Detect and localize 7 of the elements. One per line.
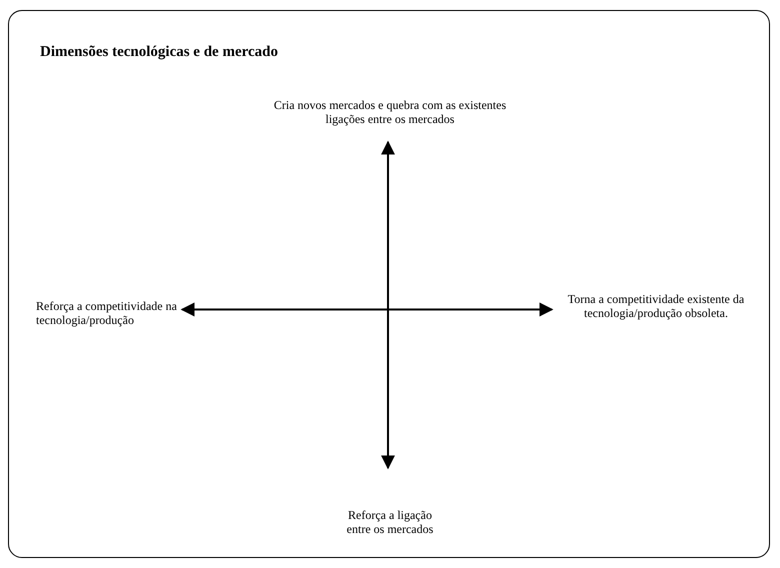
axis-end-label: Reforça a ligação entre os mercados xyxy=(335,508,445,536)
axis-end-label: Reforça a competitividade na tecnologia/produção xyxy=(36,299,180,327)
axis-end-label: Cria novos mercados e quebra com as existentes ligações entre os mercados xyxy=(270,98,510,126)
double-arrow xyxy=(180,302,554,316)
diagram-title: Dimensões tecnológicas e de mercado xyxy=(40,44,278,61)
axis-end-label: Torna a competitividade existente da tecnologia/produção obsoleta. xyxy=(556,292,756,320)
double-arrow xyxy=(381,140,395,470)
